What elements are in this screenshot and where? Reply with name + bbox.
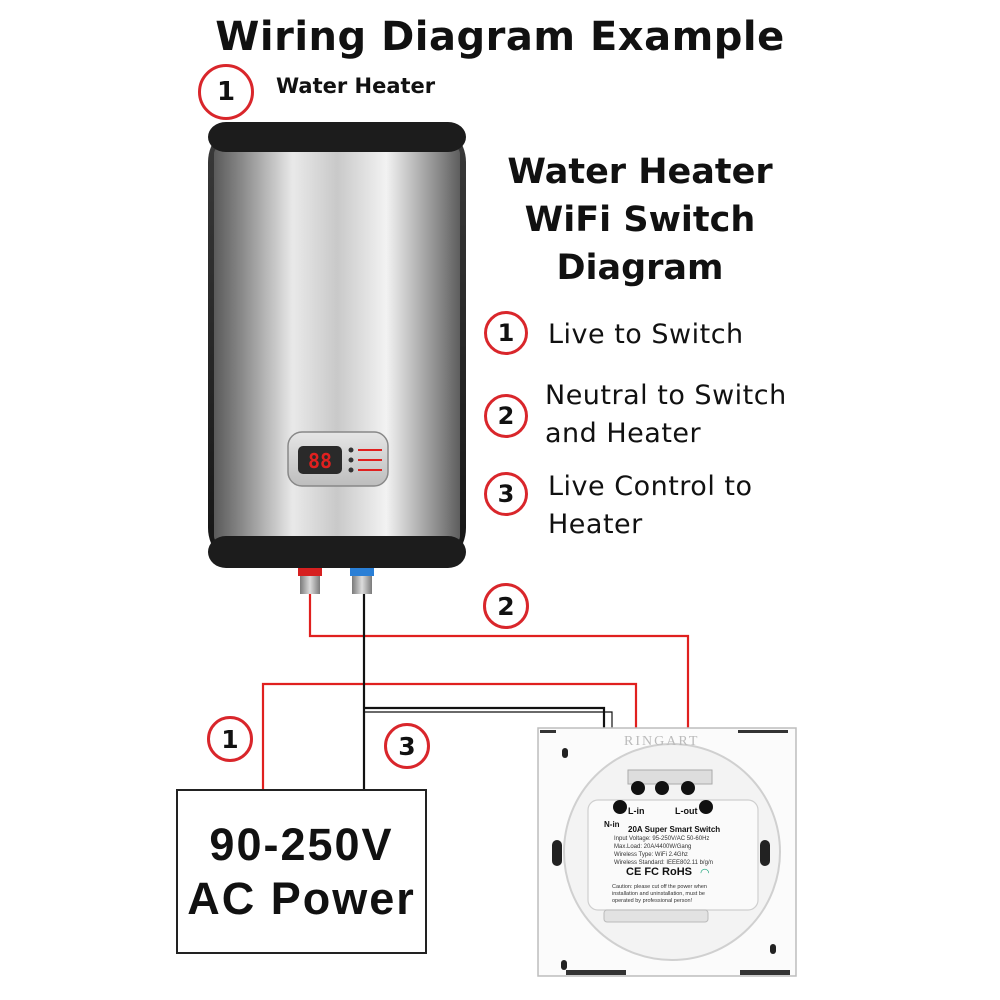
power-voltage: 90-250V [209, 818, 394, 870]
power-label: AC Power [187, 872, 416, 924]
terminal-l-out: L-out [675, 806, 698, 816]
ac-power-box: 90-250V AC Power [176, 789, 427, 954]
marker-water-heater: 1 [198, 64, 254, 120]
legend-line: and Heater [545, 418, 702, 449]
legend-line: Neutral to Switch [545, 380, 787, 411]
diagram-title-block: Water Heater WiFi Switch Diagram [470, 148, 810, 292]
caution-line: operated by professional person! [612, 898, 693, 904]
switch-model: 20A Super Smart Switch [628, 825, 721, 834]
marker-number: 2 [497, 591, 515, 621]
water-heater-illustration [208, 122, 466, 594]
legend-marker-3: 3 [484, 472, 528, 516]
legend-number: 1 [497, 319, 515, 347]
terminal-n-in: N-in [604, 820, 620, 829]
marker-number: 3 [398, 731, 416, 761]
legend-number: 2 [497, 402, 515, 430]
legend-marker-2: 2 [484, 394, 528, 438]
legend-line: Live Control to [548, 471, 753, 502]
wire-marker-control: 3 [384, 723, 430, 769]
spec-line: Input Voltage: 95-250V/AC 50-60Hz [614, 836, 710, 842]
diagram-title-line: Diagram [556, 248, 724, 288]
caution-line: Caution: please cut off the power when [612, 884, 707, 890]
wire-marker-neutral: 2 [483, 583, 529, 629]
spec-line: Max.Load: 20A/4400W/Gang [614, 844, 692, 850]
legend-marker-1: 1 [484, 311, 528, 355]
switch-caution: Caution: please cut off the power when i… [612, 884, 707, 905]
marker-number: 1 [221, 724, 239, 754]
diagram-title-line: Water Heater [507, 152, 773, 192]
marker-number: 1 [216, 77, 236, 107]
water-heater-label: Water Heater [276, 74, 436, 98]
legend-text-2: Neutral to Switch and Heater [545, 377, 787, 453]
switch-certifications: CE FC RoHS [626, 866, 692, 878]
heater-display-digits: 88 [308, 449, 332, 473]
terminal-l-in: L-in [628, 806, 645, 816]
legend-line: Live to Switch [548, 319, 744, 350]
spec-line: Wireless Standard: IEEE802.11 b/g/n [614, 860, 713, 866]
wifi-icon: ◠ [700, 866, 710, 879]
wire-marker-live: 1 [207, 716, 253, 762]
legend-text-1: Live to Switch [548, 316, 744, 354]
page-title: Wiring Diagram Example [215, 14, 785, 60]
switch-brand: RINGART [624, 734, 700, 749]
spec-line: Wireless Type: WiFi 2.4Ghz [614, 852, 688, 858]
smart-switch-illustration [537, 727, 797, 977]
legend-number: 3 [497, 480, 515, 508]
switch-specs: Input Voltage: 95-250V/AC 50-60Hz Max.Lo… [614, 835, 713, 867]
wire-heater-to-l-out [308, 594, 690, 778]
caution-line: installation and uninstallation, must be [612, 891, 705, 897]
legend-line: Heater [548, 509, 643, 540]
diagram-title-line: WiFi Switch [524, 200, 756, 240]
legend-text-3: Live Control to Heater [548, 468, 753, 544]
